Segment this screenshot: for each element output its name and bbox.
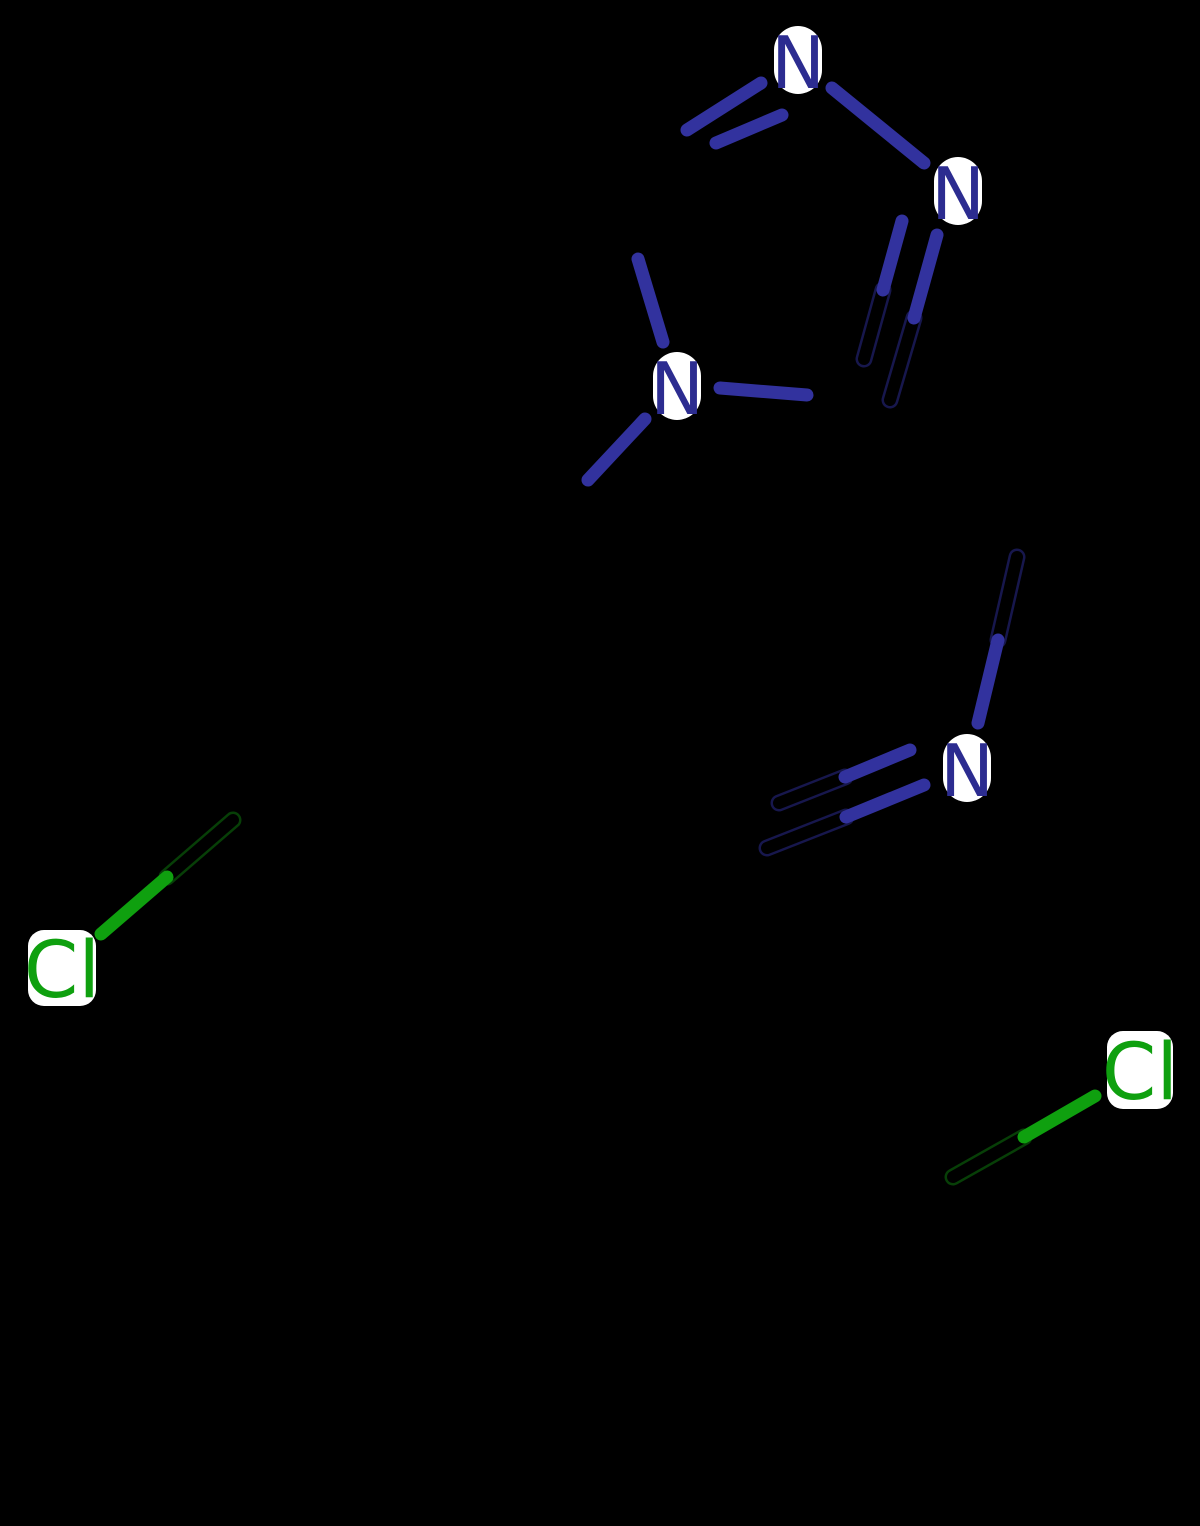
bond-segment-carbon [605,169,645,266]
atom-label-patch [1107,1031,1173,1109]
bond-segment-carbon [947,1131,1030,1183]
atom-label-Cl: Cl [24,926,100,1016]
bond-segment-nitrogen [971,633,1005,730]
bond-segment-carbon [761,811,852,854]
halo-bond-layer [158,281,1033,1186]
atom-label-Cl: Cl [1102,1028,1178,1118]
atom-label-patch [653,352,701,420]
bond-segment-carbon [605,123,694,183]
bond-segment-carbon [523,473,595,547]
bond-segment-nitrogen [876,214,909,297]
atom-label-patch [28,930,96,1006]
bond-segment-carbon [858,284,889,365]
bond-segment-nitrogen [631,252,670,349]
atom-label-patch [774,26,822,94]
bond-segment-nitrogen [825,81,931,170]
carbon-bond-layer [523,123,897,547]
bond-segment-chlorine [1017,1089,1102,1144]
atom-label-patch [934,157,982,225]
bond-segment-carbon [161,814,239,883]
bond-segment-carbon [643,136,723,177]
atom-label-N: N [940,729,994,813]
bond-segment-nitrogen [713,381,814,402]
atom-label-N: N [650,347,704,431]
bond-segment-nitrogen [581,412,652,487]
atom-label-patch [943,734,991,802]
hetero-bond-layer [94,76,1102,1144]
bond-segment-nitrogen [838,743,917,784]
bond-segment-carbon [884,312,920,406]
atom-label-N: N [771,21,825,105]
atom-label-N: N [931,152,985,236]
bond-segment-carbon [992,551,1023,646]
bond-segment-nitrogen [839,778,931,824]
bond-segment-carbon [800,388,897,407]
bond-segment-chlorine [94,870,174,941]
bond-segment-nitrogen [907,228,944,325]
bond-segment-nitrogen [709,108,789,150]
bond-segment-carbon [773,771,851,809]
bond-segment-nitrogen [680,76,768,137]
